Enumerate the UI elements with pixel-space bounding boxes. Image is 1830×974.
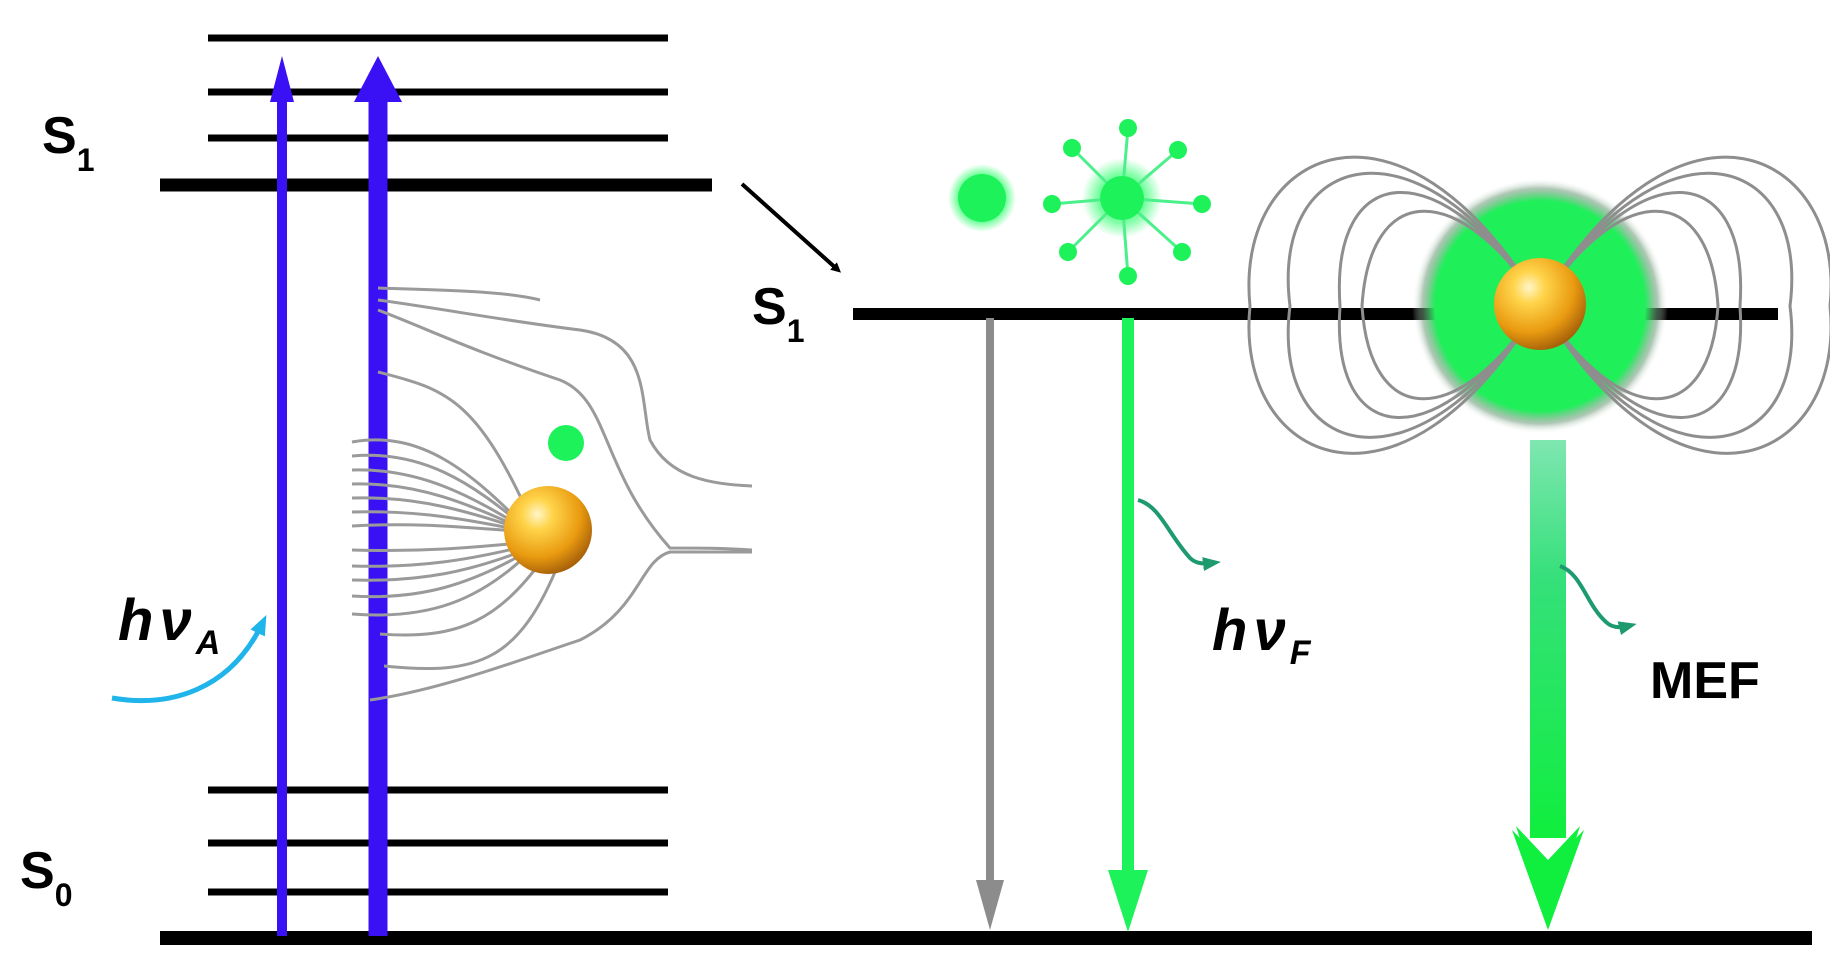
fluorophore-dot-left [548, 425, 584, 461]
mef-arrow [1512, 440, 1584, 930]
emitted-photon-arrow [1137, 498, 1221, 572]
labelled-fluorophore [1043, 119, 1211, 285]
s1-label-left: S1 [42, 107, 94, 178]
mef-label: MEF [1650, 652, 1760, 710]
nonradiative-decay-arrow [976, 318, 1004, 930]
relaxation-arrow [740, 182, 841, 273]
free-fluorophore-core [958, 174, 1006, 222]
field-lines-left [351, 286, 753, 702]
s1-label-right: S1 [752, 278, 804, 349]
gold-nanoparticle-right [1494, 258, 1586, 350]
s0-label: S0 [20, 842, 72, 913]
fluorescence-arrow [1108, 318, 1148, 932]
gold-nanoparticle-left [504, 486, 592, 574]
incoming-photon-arrow [111, 615, 267, 704]
left-level-stack [160, 34, 712, 896]
dipole-field-lines [1247, 155, 1830, 455]
mef-photon-arrow [1559, 564, 1637, 635]
absorption-arrow-thick [354, 56, 402, 936]
absorption-arrow-thin [270, 56, 294, 936]
